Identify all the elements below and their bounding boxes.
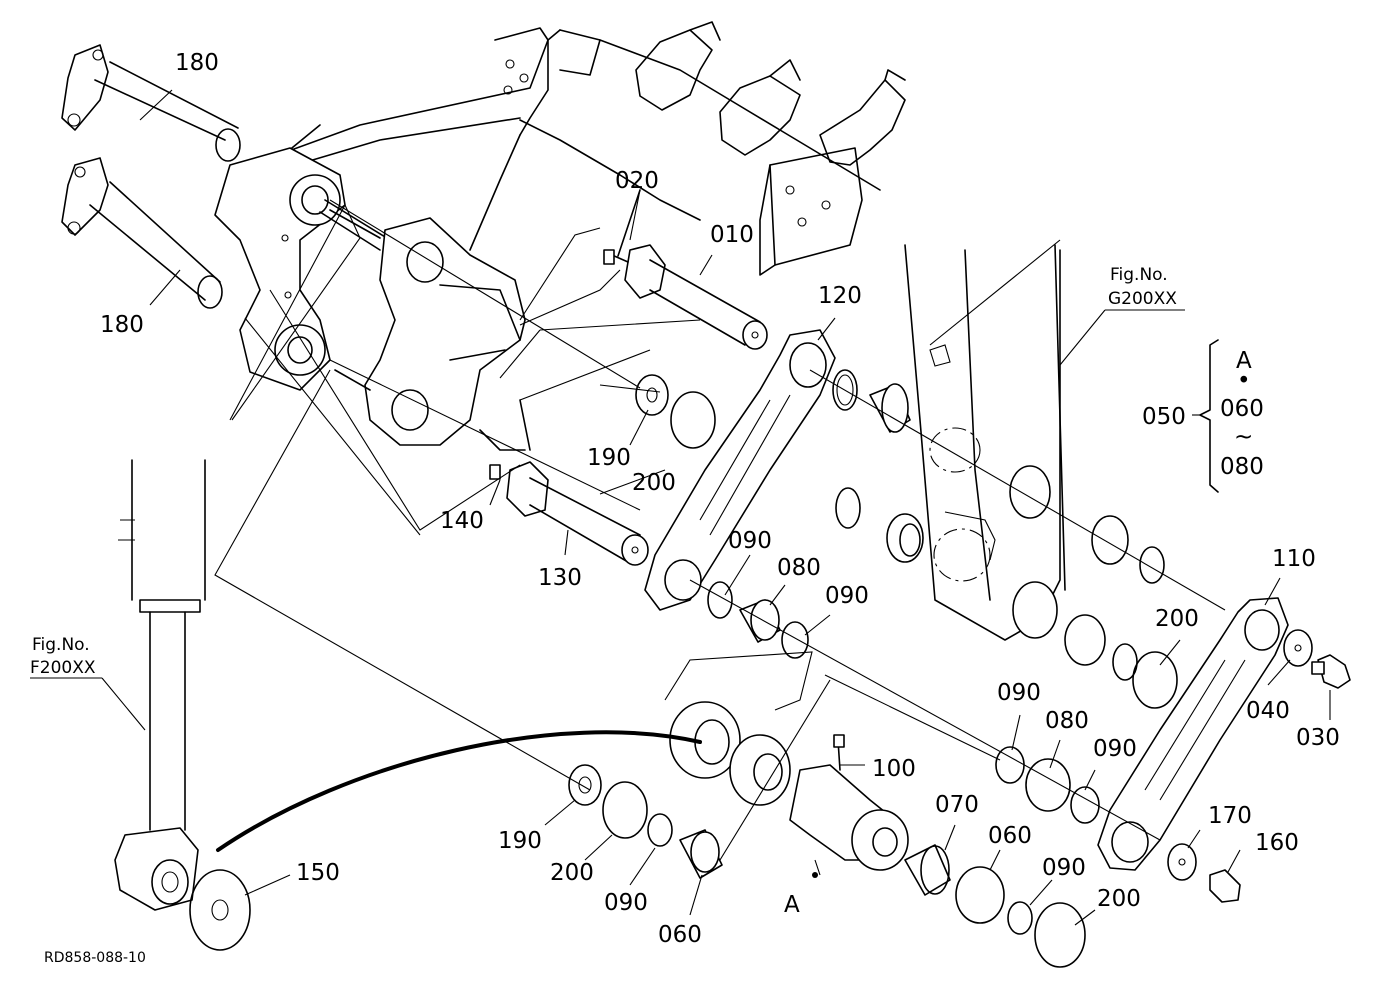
group-top: A <box>1236 348 1252 374</box>
washers-upper <box>635 374 716 449</box>
label-040: 040 <box>1246 698 1290 724</box>
link-120 <box>644 329 836 611</box>
label-120: 120 <box>818 283 862 309</box>
part-labels: 180 180 020 010 120 190 200 140 130 090 … <box>100 50 1340 948</box>
label-140: 140 <box>440 508 484 534</box>
label-160: 160 <box>1255 830 1299 856</box>
washer-170-bolt-160 <box>1167 843 1241 903</box>
label-090-b: 090 <box>825 583 869 609</box>
group-ref: 050 <box>1142 404 1186 430</box>
label-110: 110 <box>1272 546 1316 572</box>
label-200-bottom: 200 <box>1097 886 1141 912</box>
label-060-right: 060 <box>988 823 1032 849</box>
label-010: 010 <box>710 222 754 248</box>
fig-g-line1: Fig.No. <box>1110 265 1168 285</box>
label-130: 130 <box>538 565 582 591</box>
label-090-c: 090 <box>997 680 1041 706</box>
fig-ref-f: Fig.No. F200XX <box>30 635 96 678</box>
hydraulic-cylinder <box>114 459 206 911</box>
pin-010 <box>603 244 768 350</box>
bushings-upper <box>832 369 1178 709</box>
bellcrank-body <box>329 209 531 451</box>
fig-f-line1: Fig.No. <box>32 635 90 655</box>
label-090-a: 090 <box>728 528 772 554</box>
fig-f-line2: F200XX <box>30 658 96 678</box>
bushings-middle <box>707 581 809 659</box>
boom-end-plate <box>214 147 391 391</box>
label-060-lower: 060 <box>658 922 702 948</box>
label-190-lower: 190 <box>498 828 542 854</box>
loader-frame-drawing <box>249 21 1066 641</box>
assembly-path-curve <box>216 730 702 852</box>
label-150: 150 <box>296 860 340 886</box>
label-leaders <box>30 89 1331 926</box>
group-to: 080 <box>1220 454 1264 480</box>
pin-180-upper <box>61 44 241 162</box>
group-tilde: ~ <box>1234 424 1253 450</box>
fig-g-line2: G200XX <box>1108 289 1177 309</box>
washer-040 <box>1283 629 1313 667</box>
label-200-lower: 200 <box>550 860 594 886</box>
label-030: 030 <box>1296 725 1340 751</box>
group-from: 060 <box>1220 396 1264 422</box>
link-110 <box>1097 597 1289 871</box>
label-090-e: 090 <box>1042 855 1086 881</box>
detail-a-label: A <box>784 892 800 918</box>
detail-a-dot <box>812 872 818 878</box>
label-090-d: 090 <box>1093 736 1137 762</box>
label-080-b: 080 <box>1045 708 1089 734</box>
label-180-upper: 180 <box>175 50 219 76</box>
pin-130 <box>489 461 649 566</box>
label-090-f: 090 <box>604 890 648 916</box>
label-170: 170 <box>1208 803 1252 829</box>
fig-ref-g: Fig.No. G200XX <box>1108 265 1177 309</box>
label-080-a: 080 <box>777 555 821 581</box>
label-180-lower: 180 <box>100 312 144 338</box>
bolt-030 <box>1311 654 1351 689</box>
label-070: 070 <box>935 792 979 818</box>
label-200-upper: 200 <box>632 470 676 496</box>
label-100: 100 <box>872 756 916 782</box>
detail-a-assembly <box>669 701 1086 968</box>
pin-180-lower <box>61 157 223 309</box>
label-020: 020 <box>615 168 659 194</box>
group-dot: • <box>1237 368 1251 394</box>
washer-150 <box>189 869 251 951</box>
label-200-right: 200 <box>1155 606 1199 632</box>
washers-lower-left <box>568 764 723 879</box>
assembly-lines <box>214 199 1226 861</box>
group-bracket <box>1199 339 1219 493</box>
grease-fitting-020 <box>617 189 641 257</box>
group-050: 050 A • 060 ~ 080 <box>1142 348 1264 480</box>
drawing-code: RD858-088-10 <box>44 950 146 966</box>
label-190-upper: 190 <box>587 445 631 471</box>
